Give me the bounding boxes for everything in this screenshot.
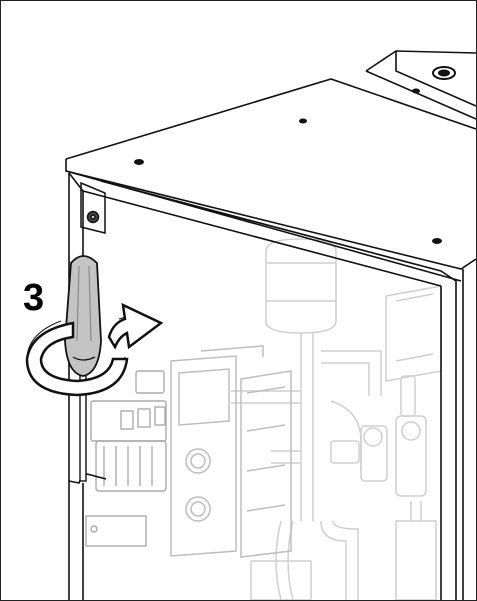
lid-screws	[134, 66, 456, 244]
unit-casing	[65, 50, 476, 600]
internal-components	[231, 238, 442, 600]
corner-bracket	[80, 181, 106, 234]
terminal-blocks	[85, 370, 167, 547]
rotation-arrow-icon	[25, 302, 164, 397]
step-number-label: 3	[23, 277, 45, 319]
screwdriver	[64, 255, 102, 482]
control-module	[170, 345, 292, 558]
